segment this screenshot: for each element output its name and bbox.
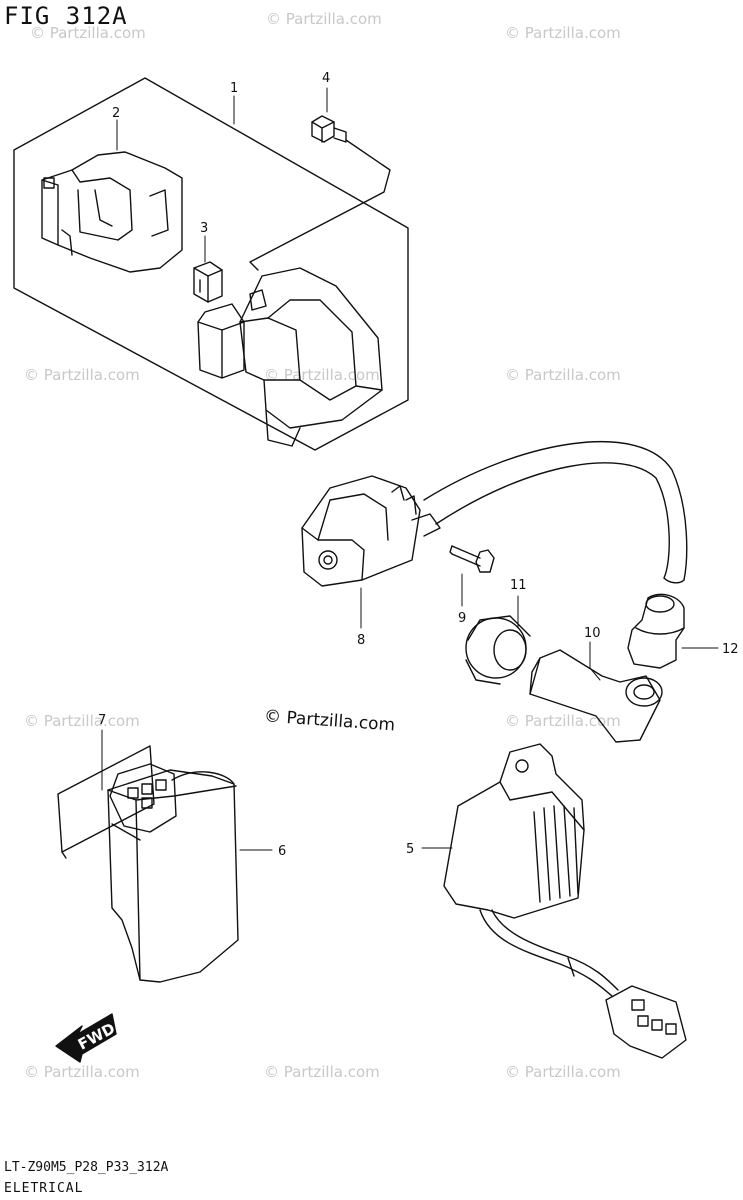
callout-11: 11	[510, 578, 527, 593]
fuse-part-3	[193, 261, 223, 303]
watermark: © Partzilla.com	[505, 712, 621, 730]
callout-9: 9	[458, 611, 466, 626]
watermark: © Partzilla.com	[24, 712, 140, 730]
grommet-part-11	[465, 615, 531, 685]
cdi-unit-part-6	[107, 763, 239, 983]
model-code: LT-Z90M5_P28_P33_312A	[4, 1160, 169, 1175]
leader-lines	[101, 87, 719, 851]
regulator-rectifier-part-5	[443, 743, 687, 1059]
assembly-guide-line	[249, 139, 391, 271]
callout-2: 2	[112, 106, 120, 121]
watermark: © Partzilla.com	[266, 10, 382, 28]
callout-8: 8	[357, 633, 365, 648]
holder-bracket-part-2	[41, 151, 183, 273]
callout-labels: 1 2 3 4 5 6 7 8 9 10 11 12	[98, 71, 739, 859]
ignition-coil-part-8	[301, 475, 441, 587]
watermark: © Partzilla.com	[24, 1063, 140, 1081]
watermark: © Partzilla.com	[24, 366, 140, 384]
callout-3: 3	[200, 221, 208, 236]
callout-12: 12	[722, 642, 739, 657]
callout-4: 4	[322, 71, 330, 86]
pad-part-7	[57, 745, 155, 859]
bolt-part-4	[311, 115, 347, 143]
starter-relay-part-1	[197, 267, 383, 447]
figure-caption: ELETRICAL	[4, 1181, 84, 1196]
watermark: © Partzilla.com	[30, 24, 146, 42]
callout-7: 7	[98, 713, 106, 728]
figure-title: FIG 312A	[4, 2, 128, 30]
watermark: © Partzilla.com	[505, 1063, 621, 1081]
watermark: © Partzilla.com	[264, 1063, 380, 1081]
spark-plug-cap-part-10	[529, 649, 663, 743]
spark-plug-lead	[423, 440, 688, 584]
callout-1: 1	[230, 81, 238, 96]
watermark: © Partzilla.com	[505, 366, 621, 384]
callout-6: 6	[278, 844, 286, 859]
watermark: © Partzilla.com	[505, 24, 621, 42]
callout-5: 5	[406, 842, 414, 857]
screw-part-9	[449, 545, 495, 573]
fwd-arrow-icon: FWD	[55, 1013, 118, 1063]
callout-10: 10	[584, 626, 601, 641]
kit-boundary	[13, 77, 409, 451]
terminal-boot-part-12	[627, 593, 685, 669]
